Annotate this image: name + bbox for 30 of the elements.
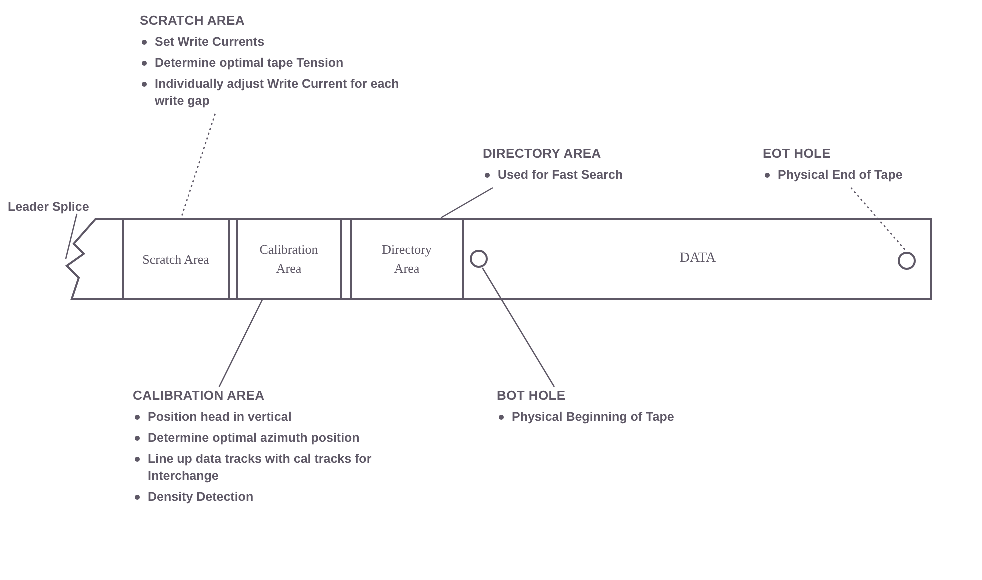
segment-label: Directory Area [381, 241, 433, 278]
bullet-text: Physical Beginning of Tape [512, 409, 674, 426]
leader-line [850, 188, 908, 252]
leader-line [482, 268, 556, 388]
bullet-text: Line up data tracks with cal tracks for Interchange [148, 451, 373, 485]
callout-heading: SCRATCH AREA [140, 13, 245, 28]
leader-line [440, 187, 494, 219]
bullet-text: Used for Fast Search [498, 167, 624, 184]
leader-line [180, 114, 216, 218]
callout-heading: CALIBRATION AREA [133, 388, 265, 403]
callout-heading: EOT HOLE [763, 146, 832, 161]
bullet-text: Determine optimal tape Tension [155, 55, 344, 72]
segment-label: Scratch Area [142, 250, 210, 268]
bullet-text: Physical End of Tape [778, 167, 903, 184]
hole-circle [470, 250, 488, 268]
bullet-text: Position head in vertical [148, 409, 292, 426]
bullet-text: Set Write Currents [155, 34, 265, 51]
segment-label: DATA [680, 251, 716, 267]
leader-text: Leader Splice [8, 200, 90, 214]
bullet-text: Determine optimal azimuth position [148, 430, 360, 447]
leader-line [65, 214, 78, 260]
callout-heading: BOT HOLE [497, 388, 566, 403]
callout-heading: DIRECTORY AREA [483, 146, 602, 161]
leader-line [218, 300, 264, 388]
tape-segment [122, 218, 230, 300]
tape-segment [236, 218, 342, 300]
bullet-text: Density Detection [148, 489, 254, 506]
bullet-text: Individually adjust Write Current for each write gap [155, 76, 400, 110]
hole-circle [898, 252, 916, 270]
segment-label: Calibration Area [258, 241, 320, 278]
